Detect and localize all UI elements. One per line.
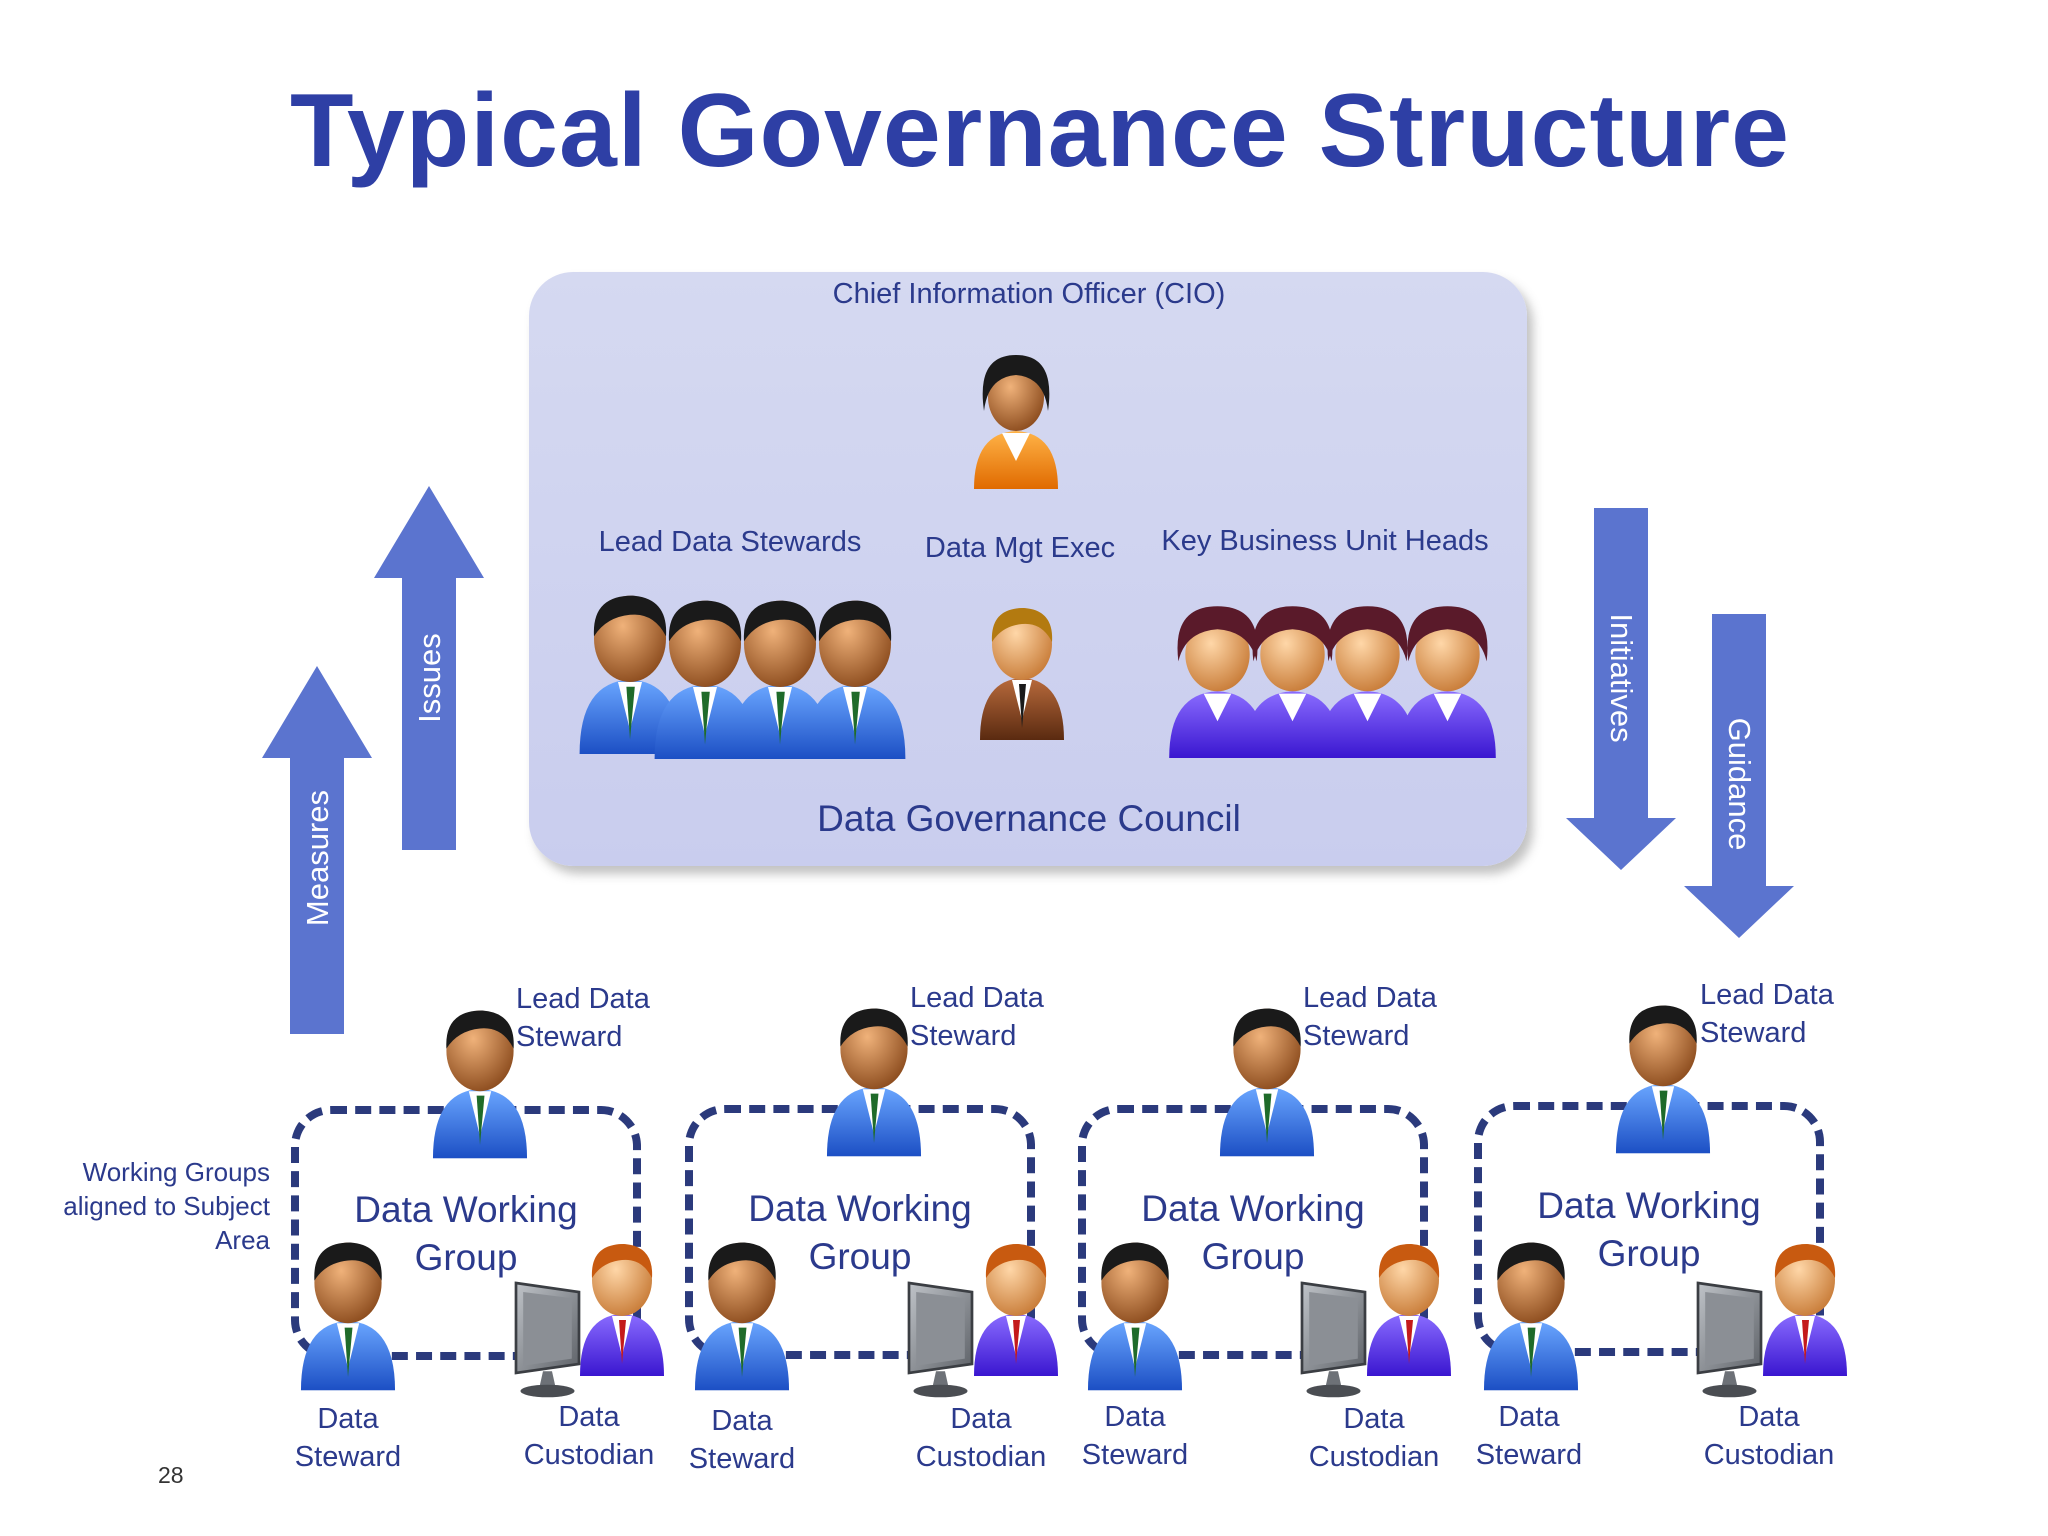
custodian-line: Custodian	[1703, 1439, 1835, 1471]
data-custodian-label: Data Custodian	[1694, 1398, 1844, 1474]
computer-monitor-icon	[1689, 1272, 1779, 1402]
person-blue-suit-icon	[795, 585, 915, 765]
issues-arrow	[374, 486, 484, 850]
working-group-name: Data Working Group	[1123, 1185, 1383, 1281]
custodian-line: Data	[558, 1401, 620, 1433]
group-name-line: Group	[1201, 1236, 1305, 1277]
data-custodian-label: Data Custodian	[1299, 1400, 1449, 1476]
data-steward-label: Data Steward	[283, 1400, 413, 1476]
guidance-arrow	[1684, 614, 1794, 938]
group-name-line: Group	[808, 1236, 912, 1277]
person-blue-suit-icon	[1475, 1228, 1587, 1396]
lead-line: Lead Data	[1303, 982, 1437, 1014]
custodian-line: Data	[950, 1403, 1012, 1435]
issues-label: Issues	[412, 633, 447, 723]
working-groups-note: Working Groups aligned to Subject Area	[40, 1155, 270, 1257]
lead-line: Lead Data	[516, 983, 650, 1015]
data-custodian-label: Data Custodian	[906, 1400, 1056, 1476]
data-custodian-label: Data Custodian	[514, 1398, 664, 1474]
computer-monitor-icon	[1293, 1272, 1383, 1402]
measures-arrow	[262, 666, 372, 1034]
custodian-line: Data	[1738, 1401, 1800, 1433]
steward-line: Data	[1104, 1401, 1166, 1433]
steward-line: Steward	[1081, 1439, 1189, 1471]
computer-monitor-icon	[900, 1272, 990, 1402]
group-name-line: Data Working	[1537, 1185, 1761, 1226]
steward-line: Data	[317, 1403, 379, 1435]
custodian-line: Custodian	[1308, 1441, 1440, 1473]
group-name-line: Group	[414, 1237, 518, 1278]
lead-data-stewards-label: Lead Data Stewards	[598, 526, 862, 558]
page-title: Typical Governance Structure	[290, 73, 1790, 189]
lead-line: Steward	[1303, 1020, 1410, 1052]
council-name: Data Governance Council	[817, 798, 1241, 839]
measures-label: Measures	[300, 789, 335, 927]
group-name-line: Group	[1597, 1233, 1701, 1274]
working-group-name: Data Working Group	[336, 1186, 596, 1282]
person-brown-suit-icon	[972, 585, 1072, 755]
steward-line: Data	[1498, 1401, 1560, 1433]
lead-steward-label: Lead Data Steward	[910, 979, 1044, 1055]
custodian-line: Data	[1343, 1403, 1405, 1435]
person-purple-icon	[1390, 590, 1505, 765]
key-business-unit-heads-label: Key Business Unit Heads	[1161, 525, 1489, 557]
group-name-line: Data Working	[748, 1188, 972, 1229]
data-mgt-exec-label: Data Mgt Exec	[924, 532, 1116, 564]
lead-steward-label: Lead Data Steward	[516, 980, 650, 1056]
lead-line: Lead Data	[1700, 979, 1834, 1011]
computer-monitor-icon	[507, 1272, 597, 1402]
steward-line: Data	[711, 1405, 773, 1437]
steward-line: Steward	[294, 1441, 402, 1473]
note-line: aligned to Subject	[63, 1191, 270, 1221]
lead-line: Steward	[516, 1021, 623, 1053]
lead-line: Steward	[1700, 1017, 1807, 1049]
lead-line: Steward	[910, 1020, 1017, 1052]
initiatives-label: Initiatives	[1604, 613, 1639, 743]
note-line: Working Groups	[82, 1157, 270, 1187]
custodian-line: Custodian	[523, 1439, 655, 1471]
steward-line: Steward	[1475, 1439, 1583, 1471]
custodian-line: Custodian	[915, 1441, 1047, 1473]
person-orange-icon	[966, 335, 1066, 503]
person-blue-suit-icon	[686, 1228, 798, 1396]
person-blue-suit-icon	[292, 1228, 404, 1396]
page-number: 28	[158, 1462, 184, 1488]
group-name-line: Data Working	[1141, 1188, 1365, 1229]
steward-line: Steward	[688, 1443, 796, 1475]
cio-label: Chief Information Officer (CIO)	[832, 278, 1226, 310]
guidance-label: Guidance	[1722, 717, 1757, 851]
working-group-name: Data Working Group	[1519, 1182, 1779, 1278]
initiatives-arrow	[1566, 508, 1676, 870]
lead-steward-label: Lead Data Steward	[1303, 979, 1437, 1055]
person-blue-suit-icon	[1079, 1228, 1191, 1396]
group-name-line: Data Working	[354, 1189, 578, 1230]
data-steward-label: Data Steward	[677, 1402, 807, 1478]
note-line: Area	[215, 1225, 270, 1255]
lead-steward-label: Lead Data Steward	[1700, 976, 1834, 1052]
working-group-name: Data Working Group	[730, 1185, 990, 1281]
data-steward-label: Data Steward	[1464, 1398, 1594, 1474]
lead-line: Lead Data	[910, 982, 1044, 1014]
data-steward-label: Data Steward	[1070, 1398, 1200, 1474]
